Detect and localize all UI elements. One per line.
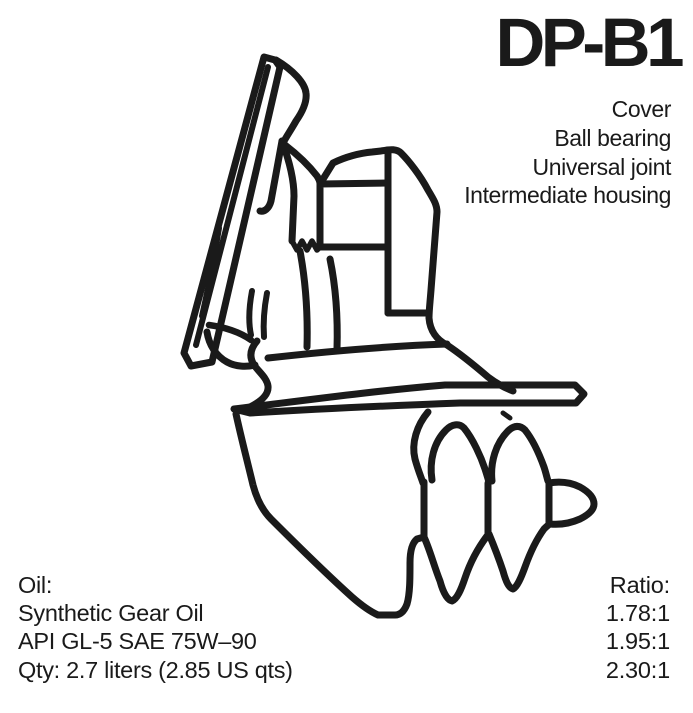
oil-quantity: Qty: 2.7 liters (2.85 US qts) [18, 656, 293, 683]
ujoint-boot-left-edge [256, 137, 286, 215]
lower-gear-housing [232, 410, 428, 619]
mount-foot-top [205, 321, 255, 344]
callout-universal-joint: Universal joint [532, 153, 672, 180]
bellows-box [316, 179, 392, 251]
oil-heading: Oil: [18, 572, 53, 598]
ratio-value: 1.78:1 [605, 600, 670, 627]
intermediate-housing-outline [316, 146, 517, 395]
housing-front-s-curve [246, 337, 272, 411]
ratio-block: Ratio: 1.78:1 1.95:1 2.30:1 [606, 571, 670, 684]
fork-leg-rear [326, 255, 341, 353]
front-prop-upper-blade [427, 421, 493, 486]
ujoint-boot-center-edge [278, 137, 298, 245]
ratio-value: 2.30:1 [605, 656, 670, 683]
callout-ball-bearing: Ball bearing [554, 124, 671, 151]
oil-spec: API GL-5 SAE 75W–90 [18, 628, 257, 655]
oil-type: Synthetic Gear Oil [18, 600, 204, 627]
model-title: DP-B1 [495, 4, 684, 81]
hub-cone [545, 478, 598, 528]
rear-prop-upper-blade [488, 422, 552, 485]
plate-tick-mark [500, 410, 513, 421]
rear-prop-lower-blade [485, 520, 554, 593]
anticavitation-plate [230, 381, 588, 417]
front-prop-lower-blade [420, 532, 491, 605]
suspension-line [264, 340, 451, 362]
gimbal-curve-rear [260, 290, 270, 340]
ratio-heading: Ratio: [609, 572, 670, 598]
gimbal-curve-front [246, 288, 255, 338]
callout-intermediate-housing: Intermediate housing [464, 182, 671, 209]
cover-flap [272, 56, 310, 147]
ratio-value: 1.95:1 [605, 628, 670, 655]
callout-cover: Cover [611, 96, 672, 122]
oil-spec-block: Oil: Synthetic Gear Oil API GL-5 SAE 75W… [18, 571, 293, 684]
fork-leg-front [296, 247, 311, 351]
callout-list: Cover Ball bearing Universal joint Inter… [464, 95, 671, 210]
mount-foot-bottom [203, 328, 259, 370]
gimbal-inner-line [199, 225, 222, 319]
prop-hub-front-edge [410, 408, 432, 487]
